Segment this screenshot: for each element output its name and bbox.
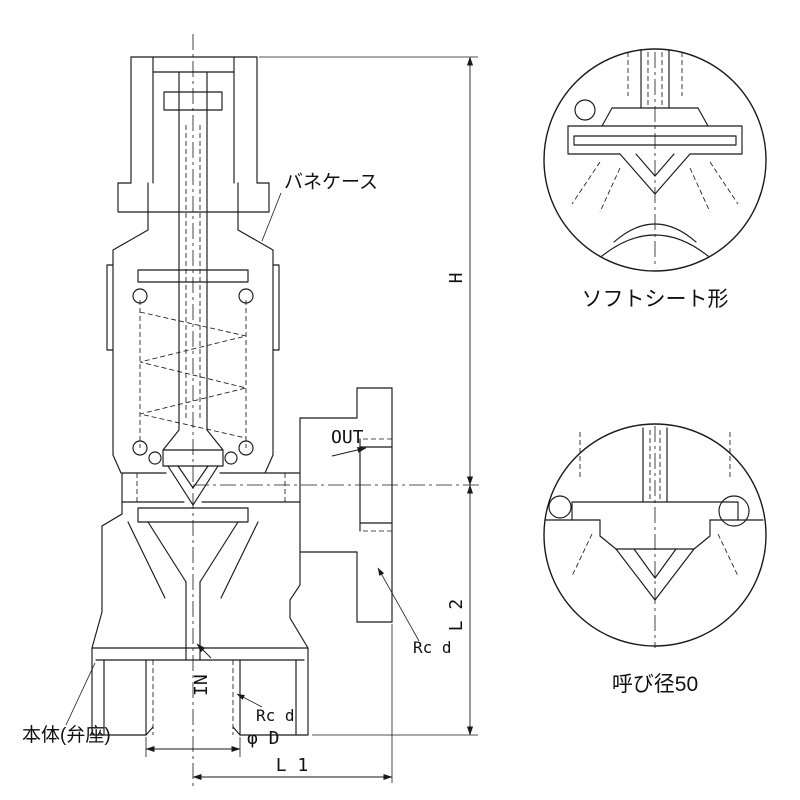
dim-l2-label: L 2 bbox=[446, 599, 467, 632]
dim-bore-label: φ D bbox=[247, 728, 280, 749]
dimensions: H L 2 L 1 φ D bbox=[145, 56, 478, 783]
spring-case bbox=[106, 211, 280, 474]
valve-body bbox=[91, 417, 358, 649]
detail-caption-dn50: 呼び径50 bbox=[612, 673, 698, 696]
rc-d-inlet-label: Rc d bbox=[256, 706, 295, 725]
labels: バネケース 本体(弁座) OUT IN Rc d Rc d bbox=[22, 172, 452, 746]
stem bbox=[178, 71, 208, 431]
seat-internals bbox=[127, 507, 259, 661]
main-view: H L 2 L 1 φ D バネケース 本体(弁座) OUT IN Rc d R… bbox=[22, 34, 480, 786]
dim-l1-label: L 1 bbox=[276, 755, 309, 776]
rc-d-outlet-label: Rc d bbox=[413, 638, 452, 657]
cap-assembly bbox=[117, 56, 270, 213]
bonnet-flange bbox=[121, 472, 301, 503]
valve-disc bbox=[148, 429, 238, 507]
dim-h-label: H bbox=[446, 273, 467, 284]
spring-case-label: バネケース bbox=[284, 172, 378, 193]
outlet-flange bbox=[356, 387, 393, 623]
out-label: OUT bbox=[331, 427, 364, 448]
detail-view-soft-seat: ソフトシート形 bbox=[543, 48, 767, 311]
spring bbox=[132, 288, 254, 456]
in-label: IN bbox=[191, 674, 212, 696]
detail-caption-soft-seat: ソフトシート形 bbox=[582, 288, 729, 311]
centerlines bbox=[192, 34, 480, 786]
body-seat-label: 本体(弁座) bbox=[22, 724, 111, 746]
detail-view-dn50: 呼び径50 bbox=[543, 423, 767, 696]
